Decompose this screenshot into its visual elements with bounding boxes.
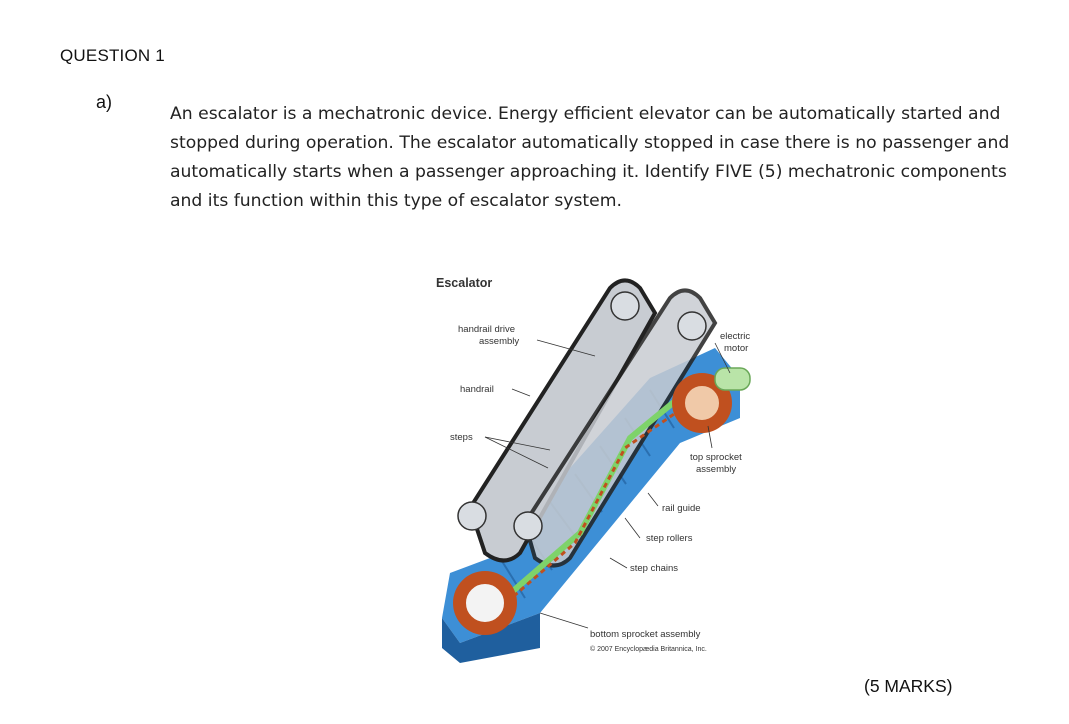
question-title: QUESTION 1 xyxy=(60,46,165,65)
label-electric-2: motor xyxy=(724,343,748,354)
question-text: An escalator is a mechatronic device. En… xyxy=(170,104,1010,211)
label-handrail-drive-2: assembly xyxy=(479,336,519,347)
step-chain xyxy=(499,390,691,610)
figure-labels: handrail drive assembly handrail steps e… xyxy=(450,324,750,653)
escalator-figure: Escalator xyxy=(436,276,751,663)
leader-lines xyxy=(484,339,731,629)
bottom-sprocket xyxy=(453,571,517,635)
label-handrail-drive-1: handrail drive xyxy=(458,324,515,335)
label-top-sprocket-1: top sprocket xyxy=(690,452,742,463)
label-handrail: handrail xyxy=(460,384,494,395)
label-rail-guide: rail guide xyxy=(662,503,701,514)
electric-motor xyxy=(714,367,751,391)
label-bottom-sprocket: bottom sprocket assembly xyxy=(590,629,701,640)
label-steps: steps xyxy=(450,432,473,443)
label-step-chains: step chains xyxy=(630,563,678,574)
part-label: a) xyxy=(96,92,113,112)
handrail xyxy=(457,278,718,568)
label-step-rollers: step rollers xyxy=(646,533,693,544)
figure-title: Escalator xyxy=(436,276,492,290)
label-top-sprocket-2: assembly xyxy=(696,464,736,475)
top-sprocket xyxy=(672,373,732,433)
label-electric-1: electric xyxy=(720,331,750,342)
marks-label: (5 MARKS) xyxy=(864,676,953,696)
label-copyright: © 2007 Encyclopædia Britannica, Inc. xyxy=(590,645,707,653)
